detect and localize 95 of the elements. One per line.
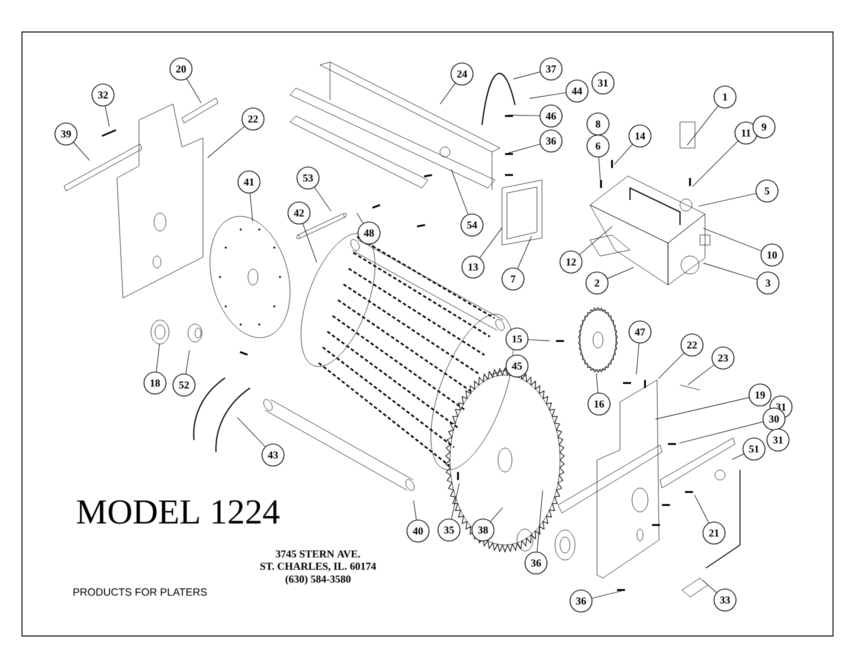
leader-line — [73, 142, 90, 161]
leader-line — [692, 140, 738, 187]
callout-number: 36 — [570, 590, 592, 612]
address-line: 3745 STERN AVE. — [276, 550, 360, 558]
callout-number: 47 — [628, 320, 652, 344]
callout-number: 1 — [714, 86, 736, 108]
callout-number: 15 — [506, 328, 528, 350]
callout-number: 5 — [756, 180, 778, 202]
callout-number: 36 — [524, 552, 548, 574]
leader-line — [679, 422, 764, 444]
callout-number: 7 — [502, 268, 524, 290]
leader-line — [529, 92, 566, 99]
callout-number: 31 — [592, 72, 614, 94]
leader-line — [698, 193, 756, 207]
leader-line — [598, 157, 602, 187]
leader-line — [490, 507, 503, 522]
leader-line — [314, 187, 332, 212]
callout-number: 45 — [506, 354, 528, 378]
callout-number: 37 — [540, 58, 562, 80]
leader-line — [508, 114, 540, 116]
leader-line — [185, 350, 190, 374]
leader-line — [579, 226, 613, 255]
callout-number: 9 — [752, 116, 776, 138]
leader-line — [237, 417, 266, 448]
leader-line — [451, 483, 460, 520]
callout-number: 22 — [680, 334, 704, 356]
leader-line — [207, 126, 245, 158]
leader-line — [536, 490, 543, 552]
callout-number: 35 — [438, 518, 460, 542]
callout-number: 54 — [460, 214, 484, 236]
leader-line — [732, 454, 744, 460]
leader-line — [517, 236, 532, 269]
leader-line — [596, 373, 598, 393]
callout-number: 16 — [588, 392, 610, 416]
callout-number: 43 — [262, 444, 284, 466]
leader-line — [655, 397, 750, 420]
callout-number: 46 — [540, 104, 562, 128]
callout-number: 18 — [144, 372, 166, 394]
callout-number: 10 — [760, 244, 784, 266]
callout-number: 39 — [54, 122, 78, 146]
callout-number: 20 — [170, 58, 192, 80]
leader-line — [440, 82, 456, 104]
leader-line — [104, 106, 110, 127]
callout-number: 51 — [742, 438, 766, 460]
callout-number: 8 — [586, 112, 610, 136]
callout-number: 32 — [92, 84, 114, 106]
leader-line — [513, 72, 540, 80]
leader-line — [508, 144, 540, 154]
leader-line — [688, 364, 714, 386]
callout-number: 22 — [242, 108, 264, 130]
phone-number: (630) 584-3580 — [286, 575, 351, 585]
address-line: ST. CHARLES, IL. 60174 — [260, 562, 376, 572]
leader-line — [702, 580, 717, 593]
leader-line — [658, 352, 684, 379]
callout-number: 19 — [748, 384, 772, 406]
leader-line — [490, 369, 506, 376]
callout-number: 13 — [462, 256, 484, 278]
leader-line — [479, 228, 502, 258]
leader-line — [250, 193, 253, 222]
callout-number: 41 — [238, 170, 260, 194]
leader-line — [702, 228, 762, 252]
leader-line — [686, 106, 718, 146]
leader-line — [703, 262, 758, 280]
leader-line — [592, 590, 622, 599]
callout-number: 40 — [406, 520, 430, 542]
callout-number: 21 — [702, 522, 726, 544]
leader-line — [694, 494, 710, 524]
tagline: PRODUCTS FOR PLATERS — [74, 588, 207, 596]
callout-number: 3 — [756, 272, 780, 294]
leader-line — [614, 144, 633, 165]
callout-number: 52 — [172, 374, 196, 396]
callout-number: 53 — [296, 166, 320, 190]
leader-line — [186, 78, 202, 104]
callout-number: 33 — [714, 588, 736, 612]
model-title: MODEL 1224 — [77, 500, 280, 524]
leader-line — [636, 343, 640, 375]
callout-number: 42 — [288, 202, 310, 224]
leader-line — [607, 267, 634, 279]
callout-number: 6 — [586, 134, 610, 158]
callout-number: 48 — [358, 222, 380, 244]
leader-line — [413, 500, 417, 520]
callout-number: 36 — [540, 130, 562, 152]
callout-number: 44 — [566, 80, 588, 102]
callout-number: 31 — [766, 428, 790, 452]
callout-number: 12 — [560, 250, 582, 274]
callout-number: 2 — [586, 272, 608, 294]
leader-line — [528, 339, 550, 342]
callout-number: 24 — [450, 62, 474, 86]
leader-line — [302, 223, 318, 263]
leader-line — [450, 169, 468, 215]
callout-number: 23 — [712, 346, 734, 370]
callout-number: 38 — [472, 518, 494, 542]
callout-number: 14 — [628, 124, 652, 148]
leader-line — [156, 343, 160, 372]
leader-line — [356, 212, 364, 224]
